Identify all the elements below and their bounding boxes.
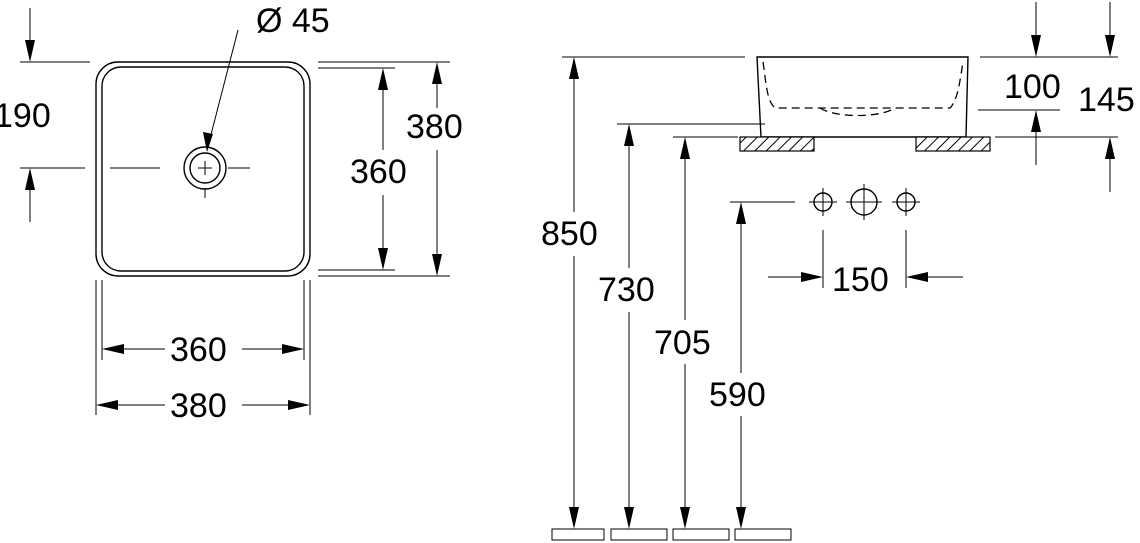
countertop-left (739, 136, 815, 152)
dim-190-label: 190 (0, 97, 51, 135)
dim-590-arrow-top (736, 202, 746, 224)
basin-drain-profile (819, 107, 896, 117)
tap-hole-center (846, 184, 882, 220)
dim-360-v-arrow-top (378, 68, 388, 90)
dim-145-arrow-top (1105, 35, 1115, 57)
dim-705-arrow-top (680, 137, 690, 159)
dim-850-arrow-bottom (569, 507, 579, 529)
floor-block-3 (672, 528, 730, 541)
dim-590-label: 590 (709, 376, 766, 414)
dim-190-arrow-top (25, 40, 35, 62)
floor-block-4 (734, 528, 792, 541)
dim-360-h-label: 360 (170, 331, 227, 369)
dim-730-label: 730 (598, 271, 655, 309)
dim-705-arrow-bottom (680, 507, 690, 529)
dim-360-h-arrow-left (102, 344, 124, 354)
floor-block-2 (610, 528, 668, 541)
floor-block-1 (551, 528, 605, 541)
dim-705-label: 705 (654, 324, 711, 362)
drain-diameter-label: Ø 45 (256, 2, 330, 40)
dim-150-label: 150 (832, 261, 889, 299)
dim-100-arrow-bottom (1031, 110, 1041, 132)
dim-360-v-arrow-bottom (378, 248, 388, 270)
top-view: Ø 45 190 360 380 360 (0, 2, 463, 425)
basin-profile (756, 56, 969, 138)
dim-730-arrow-bottom (624, 507, 634, 529)
dim-360-v-label: 360 (350, 153, 407, 191)
basin-inner-outline (101, 66, 305, 272)
basin-inner-profile (762, 61, 964, 109)
dim-380-v-arrow-top (432, 62, 442, 84)
tap-hole-left (809, 188, 837, 216)
dim-145-arrow-bottom (1105, 137, 1115, 159)
dim-380-h-label: 380 (170, 387, 227, 425)
dim-190-arrow-bottom (25, 168, 35, 190)
dim-100-arrow-top (1031, 35, 1041, 57)
dim-850-label: 850 (541, 215, 598, 253)
drain-leader-arrow (203, 132, 213, 152)
dim-380-h-arrow-right (288, 400, 310, 410)
side-view: 100 145 850 730 705 (541, 2, 1135, 541)
drain-leader (206, 29, 239, 151)
dim-380-v-label: 380 (406, 108, 463, 146)
tap-hole-right (892, 188, 920, 216)
dim-150-arrow-right (906, 272, 928, 282)
drain-inner (189, 152, 221, 184)
dim-850-arrow-top (569, 57, 579, 79)
dim-380-h-arrow-left (96, 400, 118, 410)
dim-360-h-arrow-right (282, 344, 304, 354)
dim-150-arrow-left (801, 272, 823, 282)
countertop-right (915, 136, 991, 152)
drain-outer (183, 146, 227, 190)
dim-380-v-arrow-bottom (432, 254, 442, 276)
dim-590-arrow-bottom (736, 507, 746, 529)
dim-145-label: 145 (1078, 81, 1135, 119)
dim-100-label: 100 (1004, 68, 1061, 106)
dim-730-arrow-top (624, 124, 634, 146)
basin-outer-outline (95, 61, 311, 277)
